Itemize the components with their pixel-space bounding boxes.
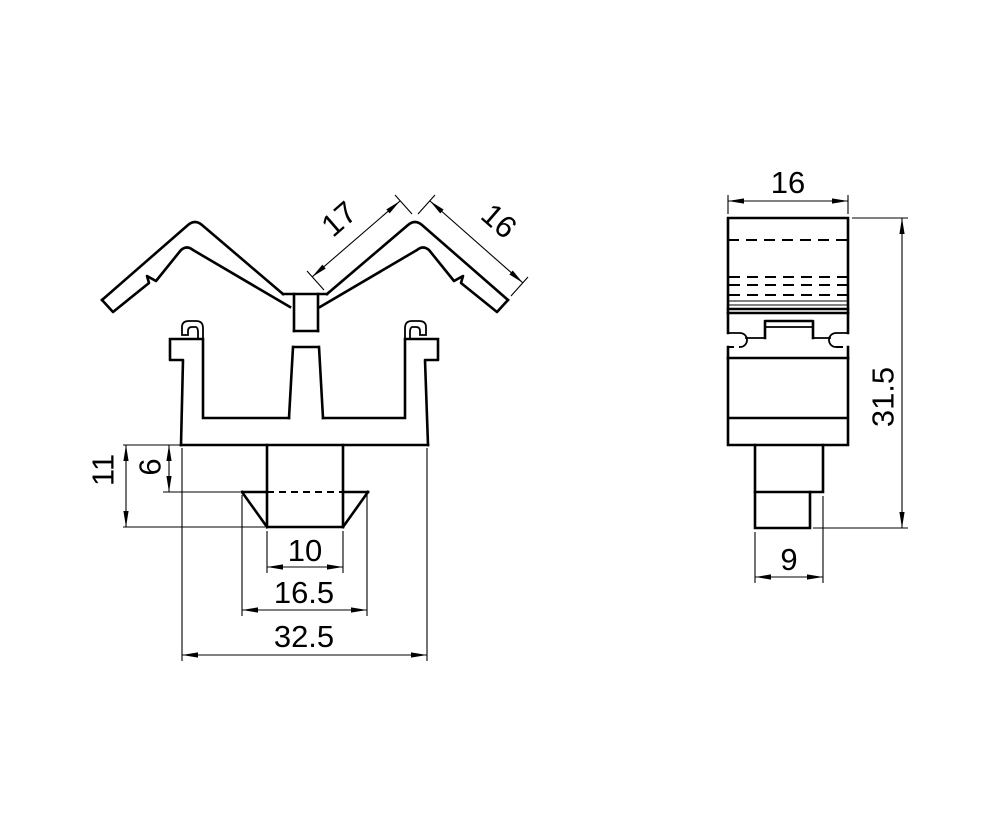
dim-label-17: 17: [315, 194, 364, 243]
left-groove: [727, 332, 748, 348]
front-view: 17 16 6 11: [86, 194, 529, 661]
left-wing-outline: [100, 220, 292, 314]
dim-label-10: 10: [288, 533, 322, 568]
dim-foot-top-width: 16.5: [241, 495, 368, 616]
center-stem-outline: [281, 292, 329, 420]
right-arm-outline: [321, 320, 440, 447]
dim-label-11: 11: [86, 454, 121, 486]
side-lower-block: [726, 356, 850, 447]
right-hook: [404, 320, 427, 340]
dim-foot-bottom-width: 10: [266, 531, 344, 573]
hidden-line-group: [729, 275, 847, 297]
dim-label-9: 9: [780, 542, 797, 577]
side-view: 16 31.5 9: [726, 165, 908, 583]
side-tab: [763, 319, 815, 340]
right-groove: [828, 332, 849, 348]
side-stem: [753, 443, 825, 530]
dim-collar-height: 6: [123, 444, 240, 493]
side-middle-section: [726, 311, 850, 360]
left-hook: [181, 320, 204, 340]
dim-right-wing: 16: [417, 194, 529, 297]
dim-side-width: 16: [727, 165, 849, 214]
dim-left-wing: 17: [306, 194, 413, 291]
side-top-block: [726, 216, 850, 315]
right-wing-outline: [318, 220, 510, 314]
dim-body-width: 32.5: [181, 448, 428, 661]
dim-label-16-wing: 16: [475, 196, 524, 245]
dim-label-6: 6: [133, 458, 168, 475]
dim-label-32-5: 32.5: [274, 619, 334, 654]
foot-outline: [179, 443, 430, 529]
dim-foot-height: 11: [86, 445, 265, 528]
dim-label-16-side: 16: [771, 165, 805, 200]
dim-label-31-5: 31.5: [866, 367, 901, 427]
dim-stem-width: 9: [754, 496, 824, 583]
left-arm-outline: [168, 320, 291, 447]
dim-side-height: 31.5: [813, 217, 908, 529]
dim-label-16-5: 16.5: [274, 575, 334, 610]
